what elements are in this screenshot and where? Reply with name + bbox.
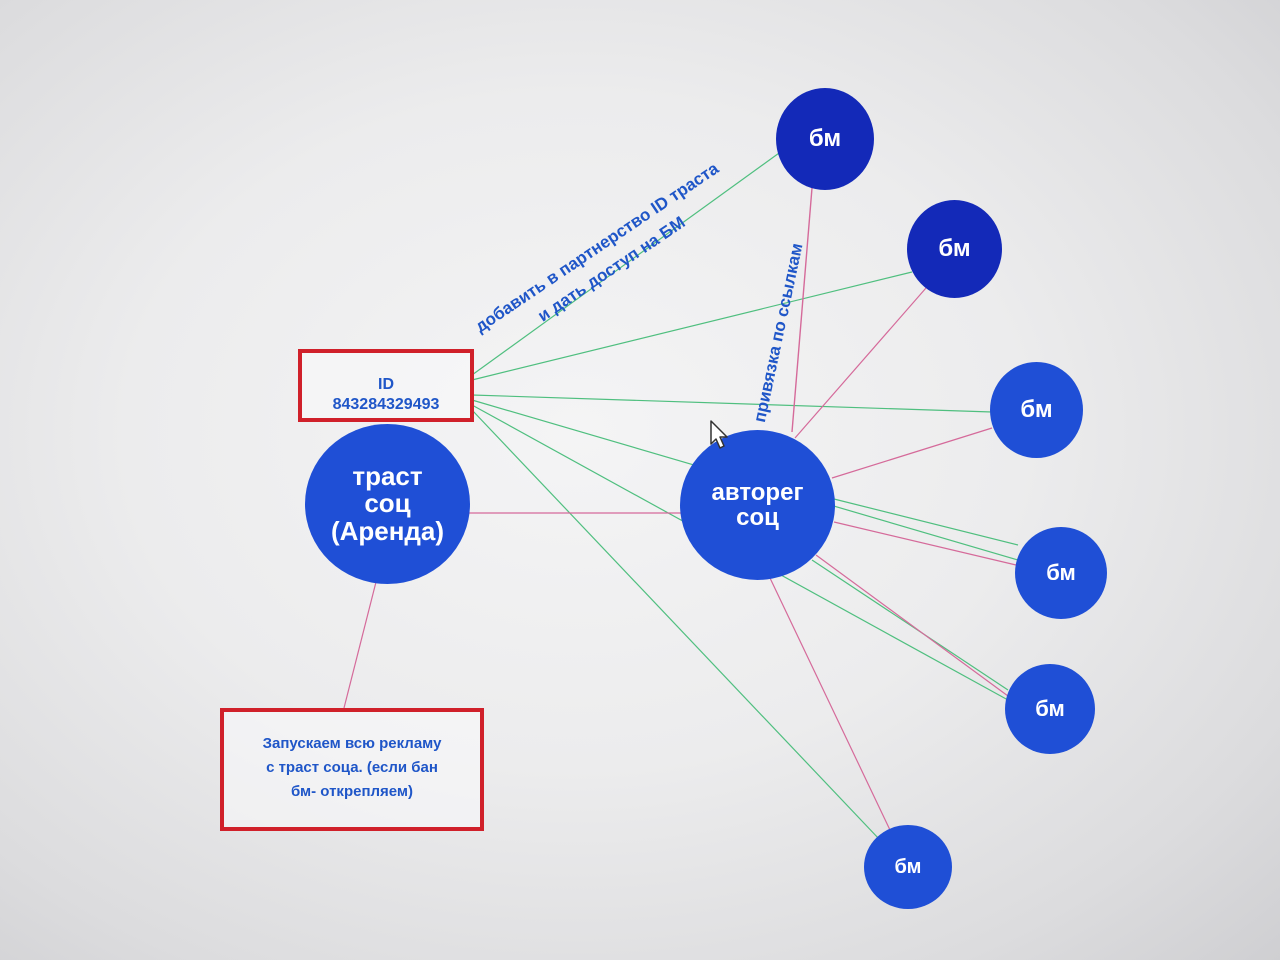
node-trust-soc[interactable]: траст соц (Аренда) <box>305 424 470 584</box>
node-bm-6[interactable]: бм <box>864 825 952 909</box>
node-bm-5[interactable]: бм <box>1005 664 1095 754</box>
edge-trust-note <box>343 581 377 709</box>
node-trust-line-1: траст <box>352 461 423 492</box>
edge-auto-bm-1 <box>791 187 813 433</box>
edge-id-bm-3 <box>471 394 993 413</box>
edge-id-bm-2 <box>471 271 913 381</box>
edge-auto-bm-4b <box>833 521 1017 566</box>
node-bm-4[interactable]: бм <box>1015 527 1107 619</box>
node-trust-line-3: (Аренда) <box>330 515 445 546</box>
node-bm-3[interactable]: бм <box>990 362 1083 458</box>
node-bm-2-label: бм <box>938 235 971 263</box>
note-line-3: бм- открепляем) <box>290 783 414 800</box>
edge-auto-bm-5 <box>811 559 1009 691</box>
note-line-1: Запускаем всю рекламу <box>262 735 442 752</box>
node-autoreg-line-1: авторег <box>711 478 804 506</box>
edge-auto-bm-4 <box>829 497 1019 546</box>
node-bm-1[interactable]: бм <box>776 88 874 190</box>
id-box-value: 843284329493 <box>332 396 440 413</box>
edge-auto-bm-3 <box>831 427 993 479</box>
node-bm-4-label: бм <box>1046 560 1076 586</box>
node-bm-2[interactable]: бм <box>907 200 1002 298</box>
id-box-title: ID <box>378 376 394 393</box>
note-box[interactable]: Запускаем всю рекламу с траст соца. (есл… <box>220 708 484 831</box>
edge-id-bm-1 <box>471 147 787 376</box>
node-trust-line-2: соц <box>364 488 411 519</box>
id-box[interactable]: ID 843284329493 <box>298 349 474 422</box>
node-bm-5-label: бм <box>1035 696 1065 722</box>
node-bm-6-label: бм <box>894 855 922 878</box>
edge-auto-bm-2 <box>794 287 927 439</box>
node-autoreg-soc[interactable]: авторег соц <box>680 430 835 580</box>
mouse-pointer-icon <box>710 420 728 449</box>
node-autoreg-line-2: соц <box>736 504 779 531</box>
note-line-2: с траст соца. (если бан <box>266 759 438 776</box>
edge-auto-bm-6 <box>769 577 891 831</box>
node-bm-3-label: бм <box>1020 396 1053 424</box>
edge-auto-bm-5b <box>815 554 1009 697</box>
node-bm-1-label: бм <box>808 125 842 153</box>
edge-id-bm-6 <box>471 409 881 841</box>
